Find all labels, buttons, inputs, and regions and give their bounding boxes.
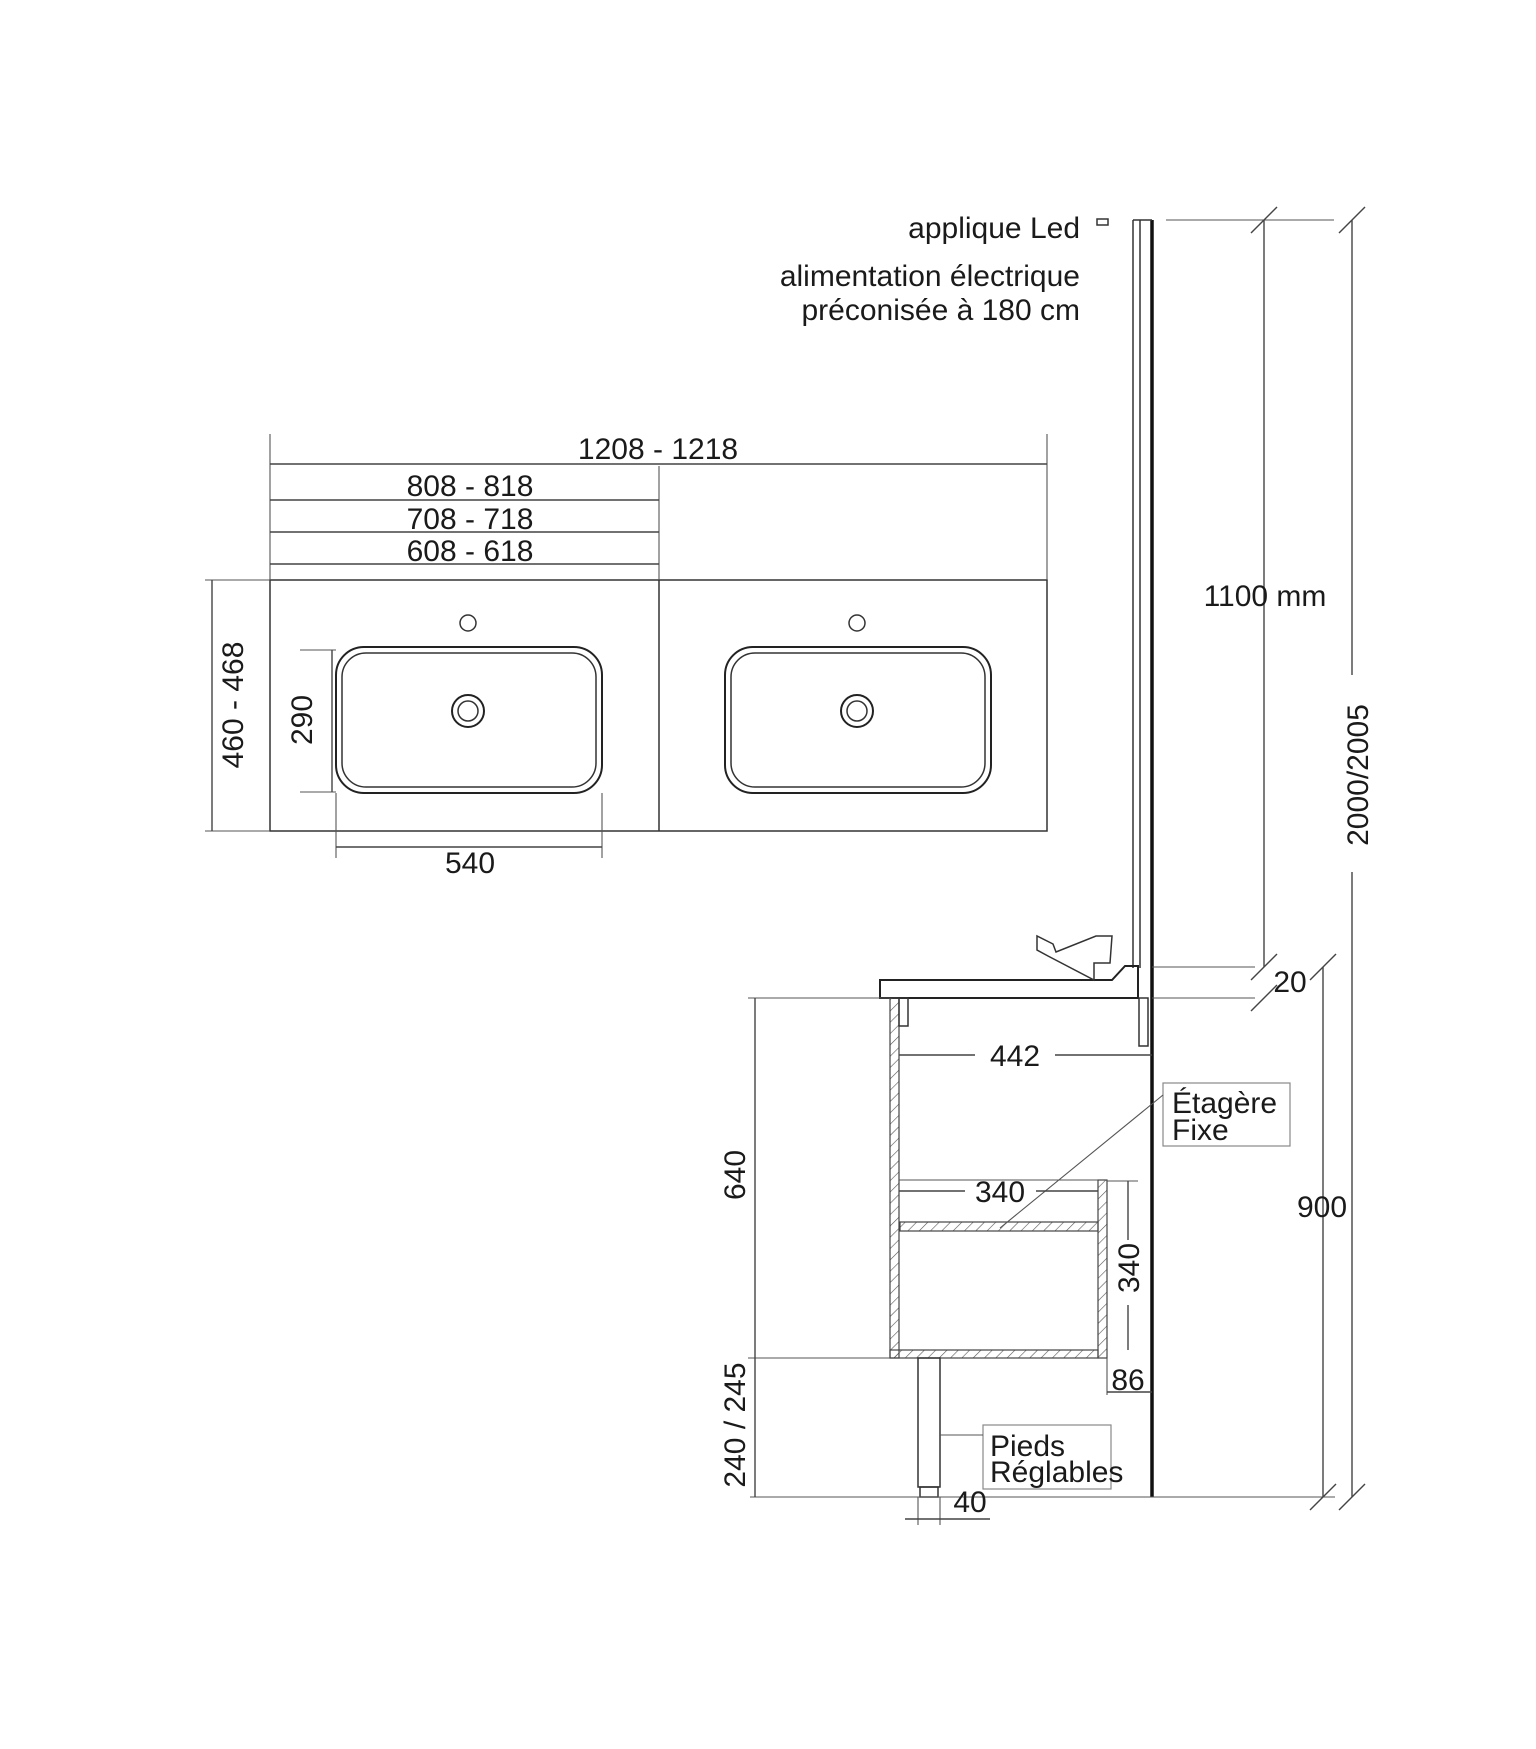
note-led: applique Led — [908, 212, 1080, 245]
cabinet-bottom — [889, 1349, 1099, 1359]
drawer-back — [1097, 1179, 1108, 1359]
dim-leg-height: 240 / 245 — [719, 1362, 752, 1487]
led-icon — [1096, 218, 1109, 226]
dim-module-width-3: 608 - 618 — [407, 535, 534, 568]
dim-leg-width: 40 — [953, 1486, 986, 1519]
notes: applique Led alimentation électrique pré… — [780, 212, 1109, 327]
dim-depth: 460 - 468 — [217, 642, 250, 769]
dim-cabinet-height: 640 — [719, 1150, 752, 1200]
dim-total-height: 2000/2005 — [1342, 704, 1375, 846]
shelf-leader — [999, 1094, 1164, 1229]
basin-right — [724, 614, 992, 794]
dim-basin-width: 540 — [445, 847, 495, 880]
dim-shelf-depth: 340 — [975, 1176, 1025, 1209]
basin-left-inner — [341, 652, 597, 788]
drain-left-inner — [457, 700, 479, 722]
dim-inner-depth: 442 — [990, 1040, 1040, 1073]
basin-left — [335, 614, 603, 794]
basin-right-inner — [730, 652, 986, 788]
faucet-icon — [1036, 934, 1113, 982]
drain-right-icon — [840, 694, 874, 728]
tap-hole-left — [459, 614, 477, 632]
basin-right-outer — [724, 646, 992, 794]
cabinet-front-panel — [889, 997, 900, 1359]
basin-left-outer — [335, 646, 603, 794]
dim-module-width-2: 708 - 718 — [407, 503, 534, 536]
legs-label-1: Pieds — [990, 1430, 1065, 1463]
leg — [917, 1357, 941, 1488]
drain-right-inner — [846, 700, 868, 722]
dim-shelf-height: 340 — [1113, 1243, 1146, 1293]
dim-module-width-1: 808 - 818 — [407, 470, 534, 503]
top-view: 1208 - 1218 808 - 818 708 - 718 608 - 61… — [205, 433, 1048, 880]
dim-basin-depth: 290 — [286, 695, 319, 745]
note-power-2: préconisée à 180 cm — [802, 294, 1081, 327]
dim-total-width: 1208 - 1218 — [578, 433, 738, 466]
dim-plinth-offset: 86 — [1111, 1364, 1144, 1397]
shelf-label-1: Étagère — [1172, 1087, 1277, 1120]
tap-hole-right — [848, 614, 866, 632]
shelf-label-2: Fixe — [1172, 1114, 1229, 1147]
side-view: 1100 mm 2000/2005 20 900 442 Étagère Fix… — [719, 206, 1375, 1525]
note-power-1: alimentation électrique — [780, 260, 1080, 293]
dim-led-height: 1100 mm — [1204, 580, 1327, 613]
dim-counter-height: 900 — [1297, 1191, 1347, 1224]
legs-label-2: Réglables — [990, 1456, 1123, 1489]
legs-label-box — [982, 1424, 1112, 1490]
fixed-shelf — [899, 1221, 1099, 1232]
countertop-side — [879, 965, 1139, 999]
shelf-label-box — [1162, 1082, 1291, 1147]
drain-left-icon — [451, 694, 485, 728]
dim-top-thickness: 20 — [1273, 966, 1306, 999]
